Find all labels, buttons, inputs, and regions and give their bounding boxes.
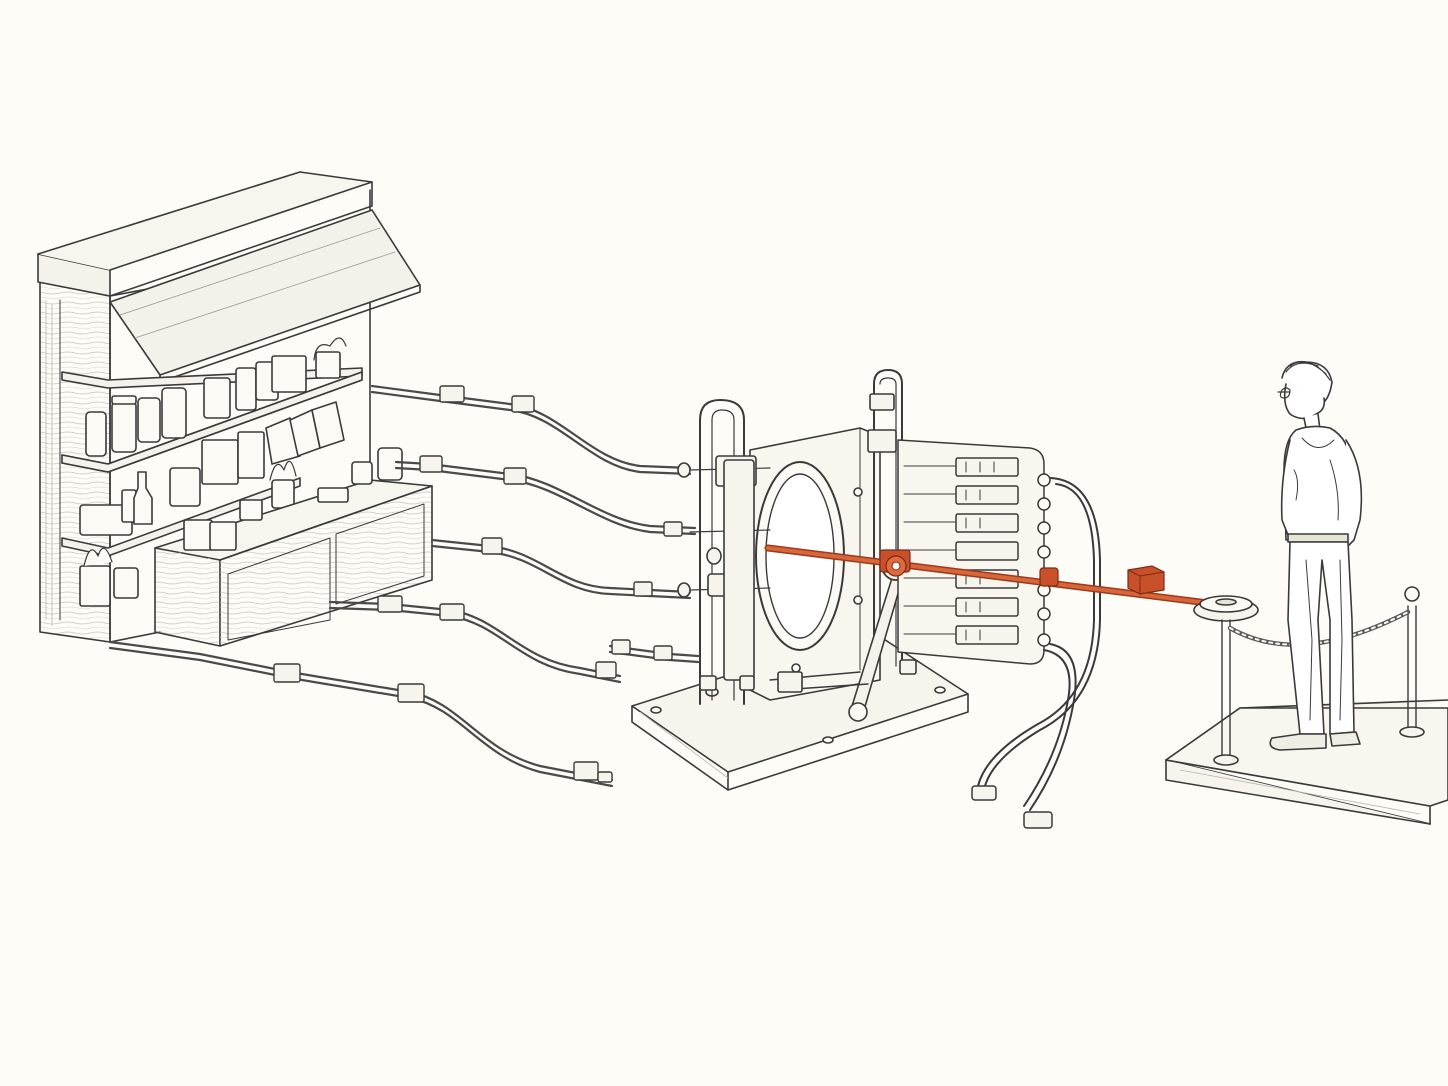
- cable-clamp-icons: [273, 385, 683, 783]
- connector-panel-icon: [897, 439, 1101, 829]
- storefront-shelves-icon: [37, 171, 433, 647]
- sketch-accent-lines: [45, 300, 1421, 815]
- hatch-gate-mechanism-icon: [631, 369, 969, 791]
- highlighted-rod-icon: [764, 544, 1220, 608]
- standing-man-icon: [1269, 360, 1363, 751]
